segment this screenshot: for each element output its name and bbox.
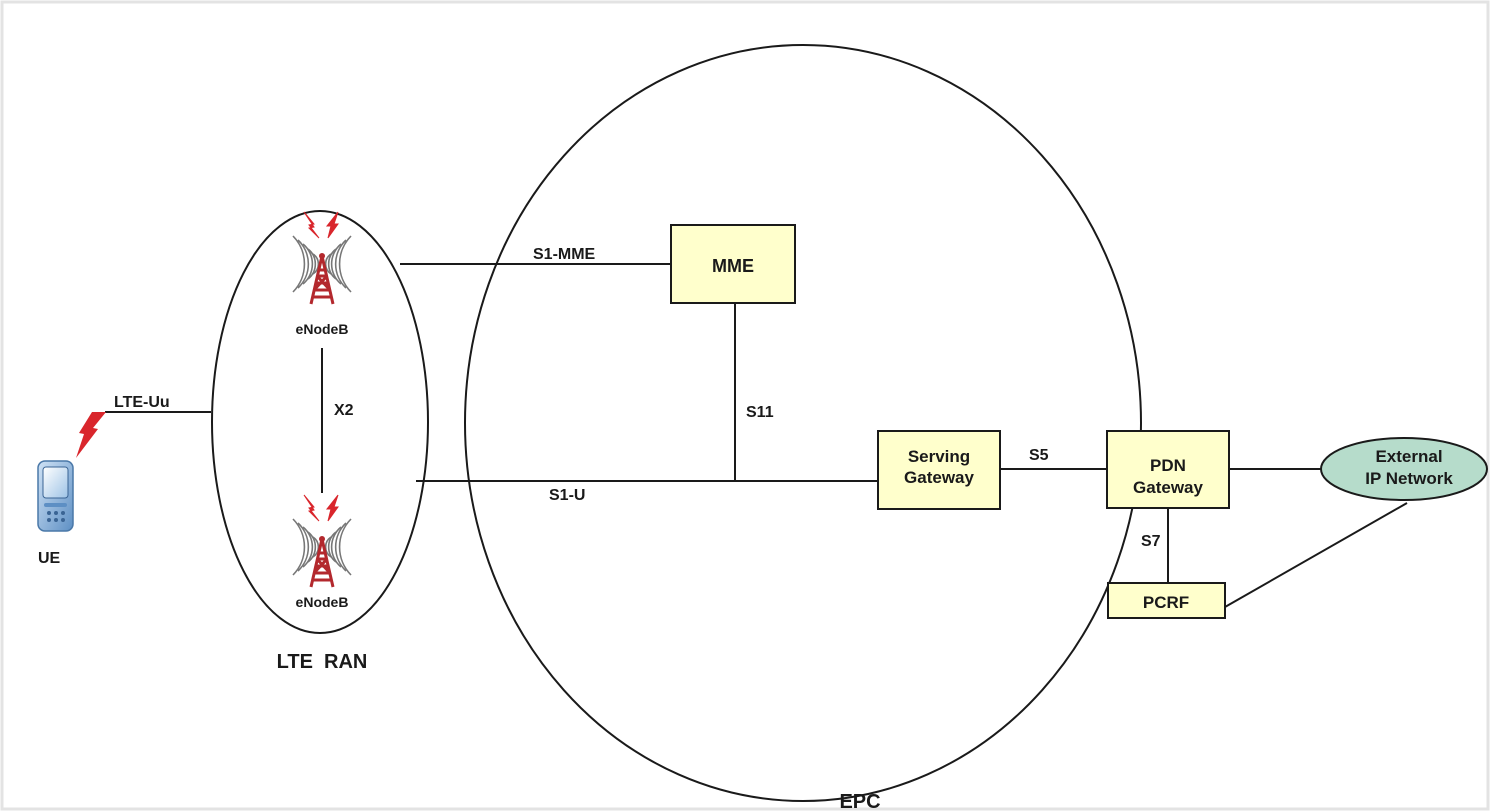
pdn-gateway-label-line1: PDN xyxy=(1150,456,1186,475)
mme-label: MME xyxy=(712,256,754,276)
lightning-icon xyxy=(76,412,106,458)
cell-tower-icon xyxy=(291,493,353,589)
s5-label: S5 xyxy=(1029,447,1049,464)
mme-box xyxy=(670,224,796,304)
lte-ran-label: LTE RAN xyxy=(277,651,368,673)
external-ip-network-ellipse xyxy=(1320,437,1488,501)
serving-gateway-label-line2: Gateway xyxy=(904,468,974,487)
cell-tower-icon xyxy=(291,210,353,306)
s11-label: S11 xyxy=(746,404,774,421)
external-ip-network-label-line1: External xyxy=(1375,447,1442,466)
rx-link xyxy=(1224,502,1408,608)
s1-mme-label: S1-MME xyxy=(533,246,596,263)
lte-ran-ellipse xyxy=(211,210,429,634)
pcrf-label: PCRF xyxy=(1143,593,1189,612)
ue-label: UE xyxy=(38,550,61,567)
pcrf-box xyxy=(1107,582,1226,619)
serving-gateway-box xyxy=(877,430,1001,510)
mobile-phone-icon xyxy=(37,460,74,532)
epc-label: EPC xyxy=(839,791,880,811)
enodeb-bottom-label: eNodeB xyxy=(296,594,349,610)
x2-label: X2 xyxy=(334,402,354,419)
enodeb-top-label: eNodeB xyxy=(296,321,349,337)
s7-label: S7 xyxy=(1141,533,1161,550)
pdn-gateway-label-line2: Gateway xyxy=(1133,478,1203,497)
pdn-gateway-box xyxy=(1106,430,1230,509)
serving-gateway-label-line1: Serving xyxy=(908,447,970,466)
s1-u-label: S1-U xyxy=(549,487,585,504)
lte-uu-label: LTE-Uu xyxy=(114,394,170,411)
external-ip-network-label-line2: IP Network xyxy=(1365,469,1453,488)
epc-circle xyxy=(464,44,1142,802)
